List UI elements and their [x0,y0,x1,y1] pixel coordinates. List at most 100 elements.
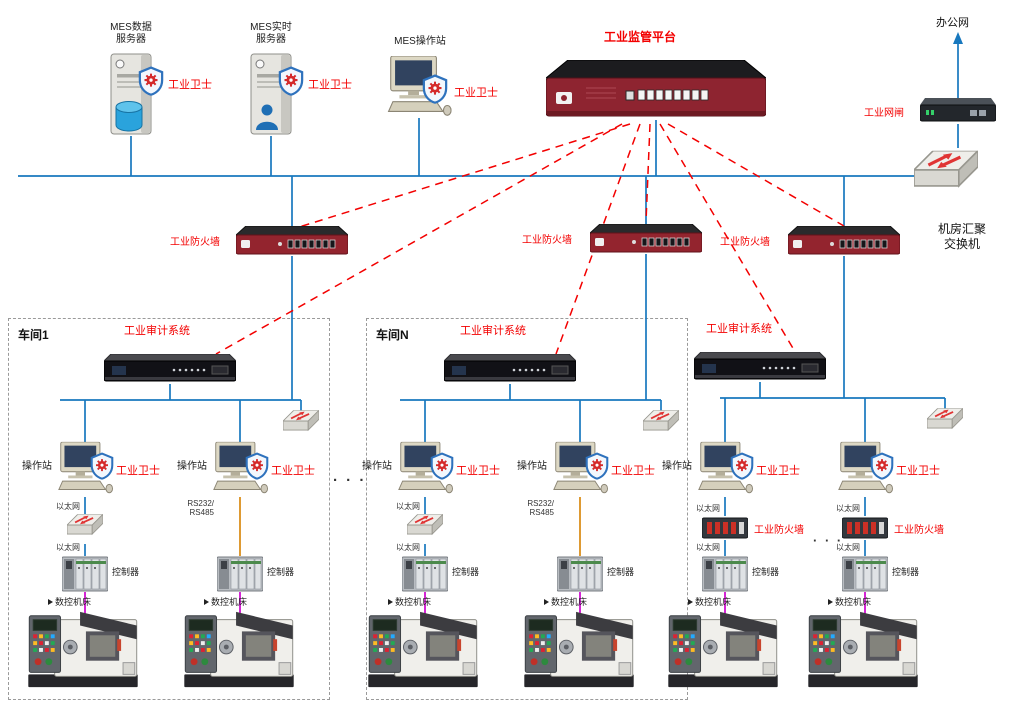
guard-shield-icon [585,452,609,485]
cnc-glyph [520,606,638,690]
wn-field-switch-icon [407,514,443,543]
audit-system-1-label: 工业审计系统 [124,325,190,337]
controller-icon [217,556,263,597]
cnc-label: 数控机床 [48,595,91,608]
supervision-platform-label: 工业监管平台 [604,30,677,44]
w1-switch-icon [283,410,319,439]
ellipsis: · · · [333,472,367,489]
guard-label: 工业卫士 [168,79,212,91]
s3-switch-icon [927,408,963,437]
ethernet-label: 以太网 [836,504,860,513]
firewall-2-icon [590,224,702,259]
label-line: 服务器 [116,34,146,46]
label-line: RS485 [529,508,554,518]
audit-appliance-glyph [444,354,576,384]
label-line: RS485 [189,508,214,518]
serial-label: RS232/ RS485 [514,499,554,517]
cnc-glyph [664,606,782,690]
guard-label: 工业卫士 [611,465,655,477]
mes-data-server-label: MES数据 服务器 [96,22,166,46]
guard-shield-icon [138,66,164,101]
controller-icon [557,556,603,597]
firewall-1-label: 工业防火墙 [170,237,220,248]
w1-field-switch-icon [67,514,103,543]
switch-glyph [283,410,319,434]
plc-glyph [842,556,888,592]
appliance-glyph [788,226,900,256]
audit-system-3-label: 工业审计系统 [706,323,772,335]
user-icon [254,102,280,135]
s3-right-firewall-label: 工业防火墙 [894,525,944,536]
shield-glyph [730,452,754,480]
cnc-machine-icon [520,606,638,695]
s3-right-firewall-icon [842,516,888,545]
shield-glyph [585,452,609,480]
pointer-icon [48,599,53,605]
audit-system-2-label: 工业审计系统 [460,325,526,337]
pointer-icon [388,599,393,605]
label-line: 机房汇聚 [937,222,986,236]
pointer-icon [828,599,833,605]
firewall-3-icon [788,226,900,261]
shield-glyph [870,452,894,480]
aggregation-switch-icon [914,146,978,202]
cnc-machine-icon [664,606,782,695]
s3-left-firewall-icon [702,516,748,545]
controller-icon [702,556,748,597]
guard-label: 工业卫士 [454,87,498,99]
shield-glyph [278,66,304,96]
plc-glyph [557,556,603,592]
dashed-to-fw1 [295,123,631,229]
firewall-2-label: 工业防火墙 [522,235,572,246]
cnc-glyph [24,606,142,690]
controller-label: 控制器 [112,567,140,577]
pointer-icon [544,599,549,605]
serial-label: RS232/ RS485 [174,499,214,517]
firewall-glyph [702,516,748,540]
pointer-icon [204,599,209,605]
station-label: 操作站 [177,461,207,472]
database-icon [114,100,144,137]
guard-label: 工业卫士 [308,79,352,91]
guard-label: 工业卫士 [271,465,315,477]
cnc-glyph [364,606,482,690]
cnc-glyph [180,606,298,690]
wn-switch-icon [643,410,679,439]
label-line: 数控机床 [211,597,248,607]
controller-icon [842,556,888,597]
label-line: 交换机 [943,237,980,251]
plc-glyph [402,556,448,592]
guard-shield-icon [278,66,304,101]
label-line: 数控机床 [395,597,432,607]
ethernet-label: 以太网 [396,502,420,511]
controller-label: 控制器 [267,567,295,577]
guard-shield-icon [245,452,269,485]
switch-glyph [67,514,103,538]
guard-label: 工业卫士 [896,465,940,477]
label-line: 服务器 [256,34,286,46]
audit-system-3-icon [694,352,826,387]
mes-station-label: MES操作站 [394,36,446,47]
plc-glyph [217,556,263,592]
ethernet-label: 以太网 [696,504,720,513]
switch-glyph [643,410,679,434]
industrial-gateway-icon [920,98,996,129]
cnc-label: 数控机床 [544,595,587,608]
cnc-machine-icon [180,606,298,695]
cnc-machine-icon [24,606,142,695]
controller-label: 控制器 [892,567,920,577]
dashed-to-fw3 [667,123,845,227]
guard-label: 工业卫士 [456,465,500,477]
controller-icon [402,556,448,597]
audit-system-1-icon [104,354,236,389]
label-line: MES数据 [110,22,152,33]
switch-glyph [927,408,963,432]
ethernet-label: 以太网 [836,543,860,552]
shield-glyph [422,74,448,104]
cnc-machine-icon [804,606,922,695]
office-arrowhead [953,32,963,44]
controller-label: 控制器 [752,567,780,577]
station-label: 操作站 [517,461,547,472]
firewall-glyph [842,516,888,540]
